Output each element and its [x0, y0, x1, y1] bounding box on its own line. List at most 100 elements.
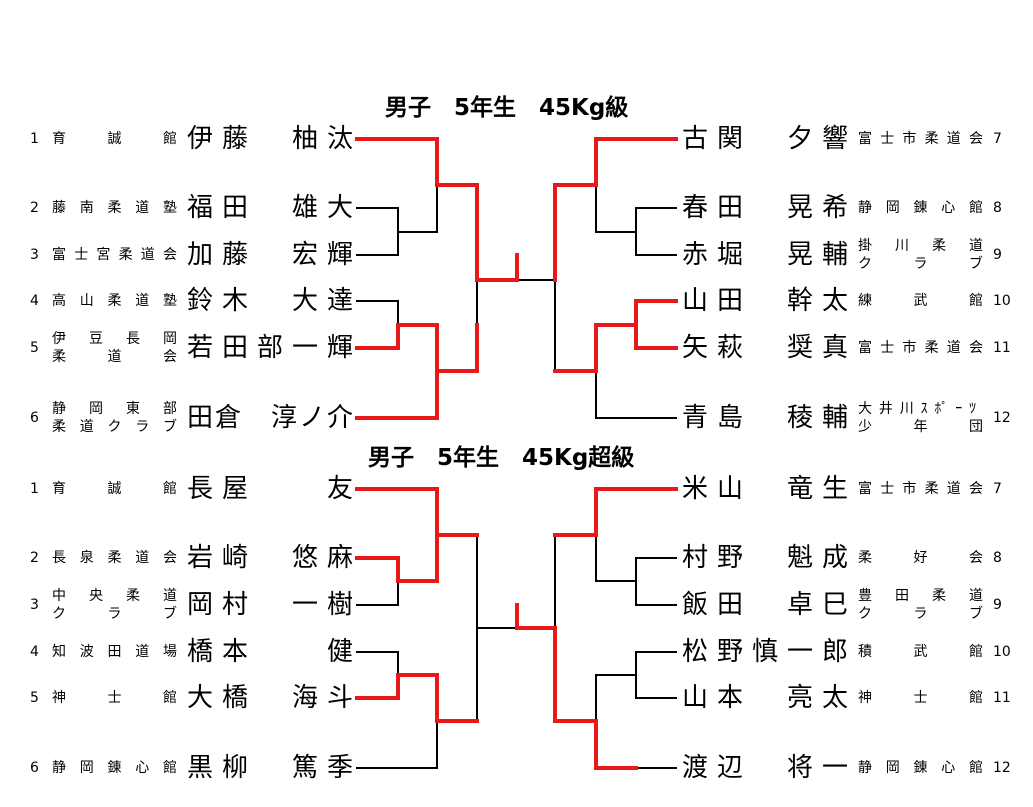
competitor-name: 古関 夕響	[682, 124, 848, 154]
competitor-entry: 2 長泉柔道会岩崎 悠麻	[0, 534, 1033, 582]
competitor-name: 鈴木 大達	[187, 286, 353, 316]
competitor-name: 大橋 海斗	[187, 683, 353, 713]
seed-number: 10	[993, 293, 1011, 309]
competitor-name: 松野慎一郎	[682, 637, 848, 667]
club-name: 育 誠 館	[52, 115, 177, 163]
club-name-line: 藤南柔道塾	[52, 200, 177, 216]
competitor-entry: 6 静 岡 東 部柔道クラブ田倉 淳ノ介	[0, 394, 1033, 442]
club-name: 長泉柔道会	[52, 534, 177, 582]
club-name-line: ク ラ ブ	[52, 606, 177, 622]
club-name-line: 静岡錬心館	[858, 760, 983, 776]
competitor-entry: 10 積 武 館松野慎一郎	[0, 628, 1033, 676]
competitor-name: 伊藤 柚汰	[187, 124, 353, 154]
club-name-line: 静岡錬心館	[52, 760, 177, 776]
club-name-line: ク ラ ブ	[858, 256, 983, 272]
club-name-line: 神 士 館	[858, 690, 983, 706]
club-name-line: 中 央 柔 道	[52, 588, 177, 604]
seed-number: 7	[993, 481, 1002, 497]
competitor-name: 矢萩 奨真	[682, 333, 848, 363]
seed-number: 5	[30, 690, 39, 706]
club-name-line: 富士市柔道会	[858, 131, 983, 147]
seed-number: 11	[993, 690, 1011, 706]
seed-number: 4	[30, 293, 39, 309]
competitor-entry: 2 藤南柔道塾福田 雄大	[0, 184, 1033, 232]
seed-number: 2	[30, 200, 39, 216]
club-name-line: 柔 好 会	[858, 550, 983, 566]
club-name: 富士市柔道会	[858, 465, 983, 513]
club-name: 中 央 柔 道ク ラ ブ	[52, 581, 177, 629]
competitor-name: 田倉 淳ノ介	[187, 403, 353, 433]
seed-number: 1	[30, 481, 39, 497]
club-name: 柔 好 会	[858, 534, 983, 582]
seed-number: 12	[993, 410, 1011, 426]
club-name-line: 柔 道 会	[52, 349, 177, 365]
club-name-line: 大井川ｽﾎﾟｰﾂ	[858, 401, 983, 417]
division-title-45kg: 男子 5年生 45Kg級	[385, 95, 629, 121]
club-name: 富士宮柔道会	[52, 231, 177, 279]
club-name-line: 長泉柔道会	[52, 550, 177, 566]
seed-number: 12	[993, 760, 1011, 776]
seed-number: 3	[30, 247, 39, 263]
seed-number: 7	[993, 131, 1002, 147]
seed-number: 10	[993, 644, 1011, 660]
club-name: 積 武 館	[858, 628, 983, 676]
competitor-name: 渡辺 将一	[682, 753, 848, 783]
competitor-name: 加藤 宏輝	[187, 240, 353, 270]
seed-number: 6	[30, 760, 39, 776]
seed-number: 2	[30, 550, 39, 566]
club-name: 育 誠 館	[52, 465, 177, 513]
club-name-line: 神 士 館	[52, 690, 177, 706]
competitor-name: 若田部一輝	[187, 333, 353, 363]
seed-number: 8	[993, 200, 1002, 216]
club-name: 静 岡 東 部柔道クラブ	[52, 394, 177, 442]
club-name: 静岡錬心館	[858, 184, 983, 232]
club-name: 大井川ｽﾎﾟｰﾂ 少 年 団	[858, 394, 983, 442]
competitor-name: 岩崎 悠麻	[187, 543, 353, 573]
club-name: 富士市柔道会	[858, 115, 983, 163]
club-name-line: 伊 豆 長 岡	[52, 331, 177, 347]
competitor-name: 山田 幹太	[682, 286, 848, 316]
division-title-45kg-over: 男子 5年生 45Kg超級	[368, 445, 635, 471]
competitor-name: 黒柳 篤季	[187, 753, 353, 783]
club-name-line: 富士市柔道会	[858, 481, 983, 497]
club-name: 掛 川 柔 道ク ラ ブ	[858, 231, 983, 279]
seed-number: 4	[30, 644, 39, 660]
competitor-name: 村野 魁成	[682, 543, 848, 573]
club-name: 伊 豆 長 岡柔 道 会	[52, 324, 177, 372]
club-name: 静岡錬心館	[52, 744, 177, 792]
club-name: 静岡錬心館	[858, 744, 983, 792]
competitor-name: 長屋 友	[187, 474, 353, 504]
competitor-name: 福田 雄大	[187, 193, 353, 223]
club-name-line: 練 武 館	[858, 293, 983, 309]
club-name-line: 静 岡 東 部	[52, 401, 177, 417]
competitor-name: 赤堀 晃輔	[682, 240, 848, 270]
competitor-name: 山本 亮太	[682, 683, 848, 713]
competitor-name: 橋本 健	[187, 637, 353, 667]
seed-number: 3	[30, 597, 39, 613]
club-name-line: 積 武 館	[858, 644, 983, 660]
club-name-line: 知波田道場	[52, 644, 177, 660]
seed-number: 11	[993, 340, 1011, 356]
club-name: 富士市柔道会	[858, 324, 983, 372]
club-name-line: 掛 川 柔 道	[858, 238, 983, 254]
seed-number: 6	[30, 410, 39, 426]
club-name: 藤南柔道塾	[52, 184, 177, 232]
competitor-entry: 3 富士宮柔道会加藤 宏輝	[0, 231, 1033, 279]
club-name-line: 少 年 団	[858, 419, 983, 435]
club-name-line: 柔道クラブ	[52, 419, 177, 435]
